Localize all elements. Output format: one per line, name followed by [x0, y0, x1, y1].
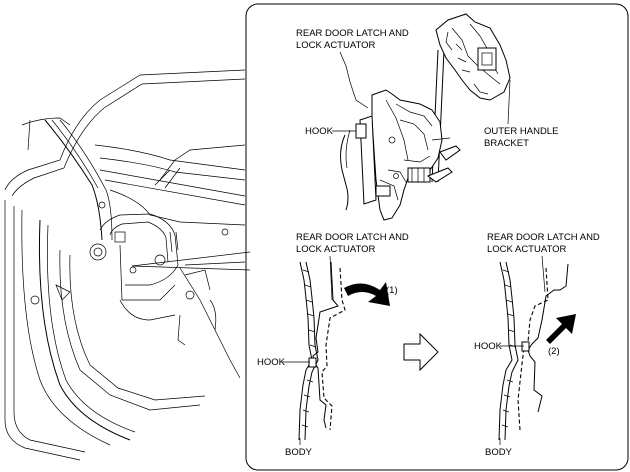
- push-arrow-icon: [546, 314, 576, 344]
- door-frame-overview: [4, 69, 251, 461]
- latch-assembly-illustration: [340, 13, 511, 221]
- left-step-label: (1): [386, 285, 398, 296]
- top-latch-label-line1: REAR DOOR LATCH AND: [296, 28, 409, 39]
- top-latch-label-line2: LOCK ACTUATOR: [296, 40, 375, 51]
- top-hook-label: HOOK: [305, 126, 334, 137]
- right-body-label: BODY: [485, 447, 513, 458]
- left-hook-label: HOOK: [257, 357, 286, 368]
- outer-handle-label-line2: BRACKET: [484, 138, 529, 149]
- right-step-label: (2): [548, 346, 560, 357]
- right-latch-leader: [541, 255, 546, 293]
- left-section-drawing: [298, 261, 346, 441]
- right-latch-label-line1: REAR DOOR LATCH AND: [487, 232, 600, 243]
- left-body-label: BODY: [285, 447, 313, 458]
- right-section-drawing: [498, 261, 569, 441]
- top-latch-leader: [339, 51, 369, 109]
- left-latch-leader: [329, 255, 333, 301]
- outer-handle-leader: [507, 79, 511, 125]
- right-latch-label-line2: LOCK ACTUATOR: [487, 244, 566, 255]
- rotate-arrow-icon: [344, 282, 390, 306]
- outer-handle-label-line1: OUTER HANDLE: [484, 126, 558, 137]
- left-latch-label-line1: REAR DOOR LATCH AND: [296, 232, 409, 243]
- right-hook-label: HOOK: [474, 341, 503, 352]
- left-latch-label-line2: LOCK ACTUATOR: [296, 244, 375, 255]
- hollow-right-arrow-icon: [403, 332, 439, 372]
- detail-frame: [245, 3, 629, 471]
